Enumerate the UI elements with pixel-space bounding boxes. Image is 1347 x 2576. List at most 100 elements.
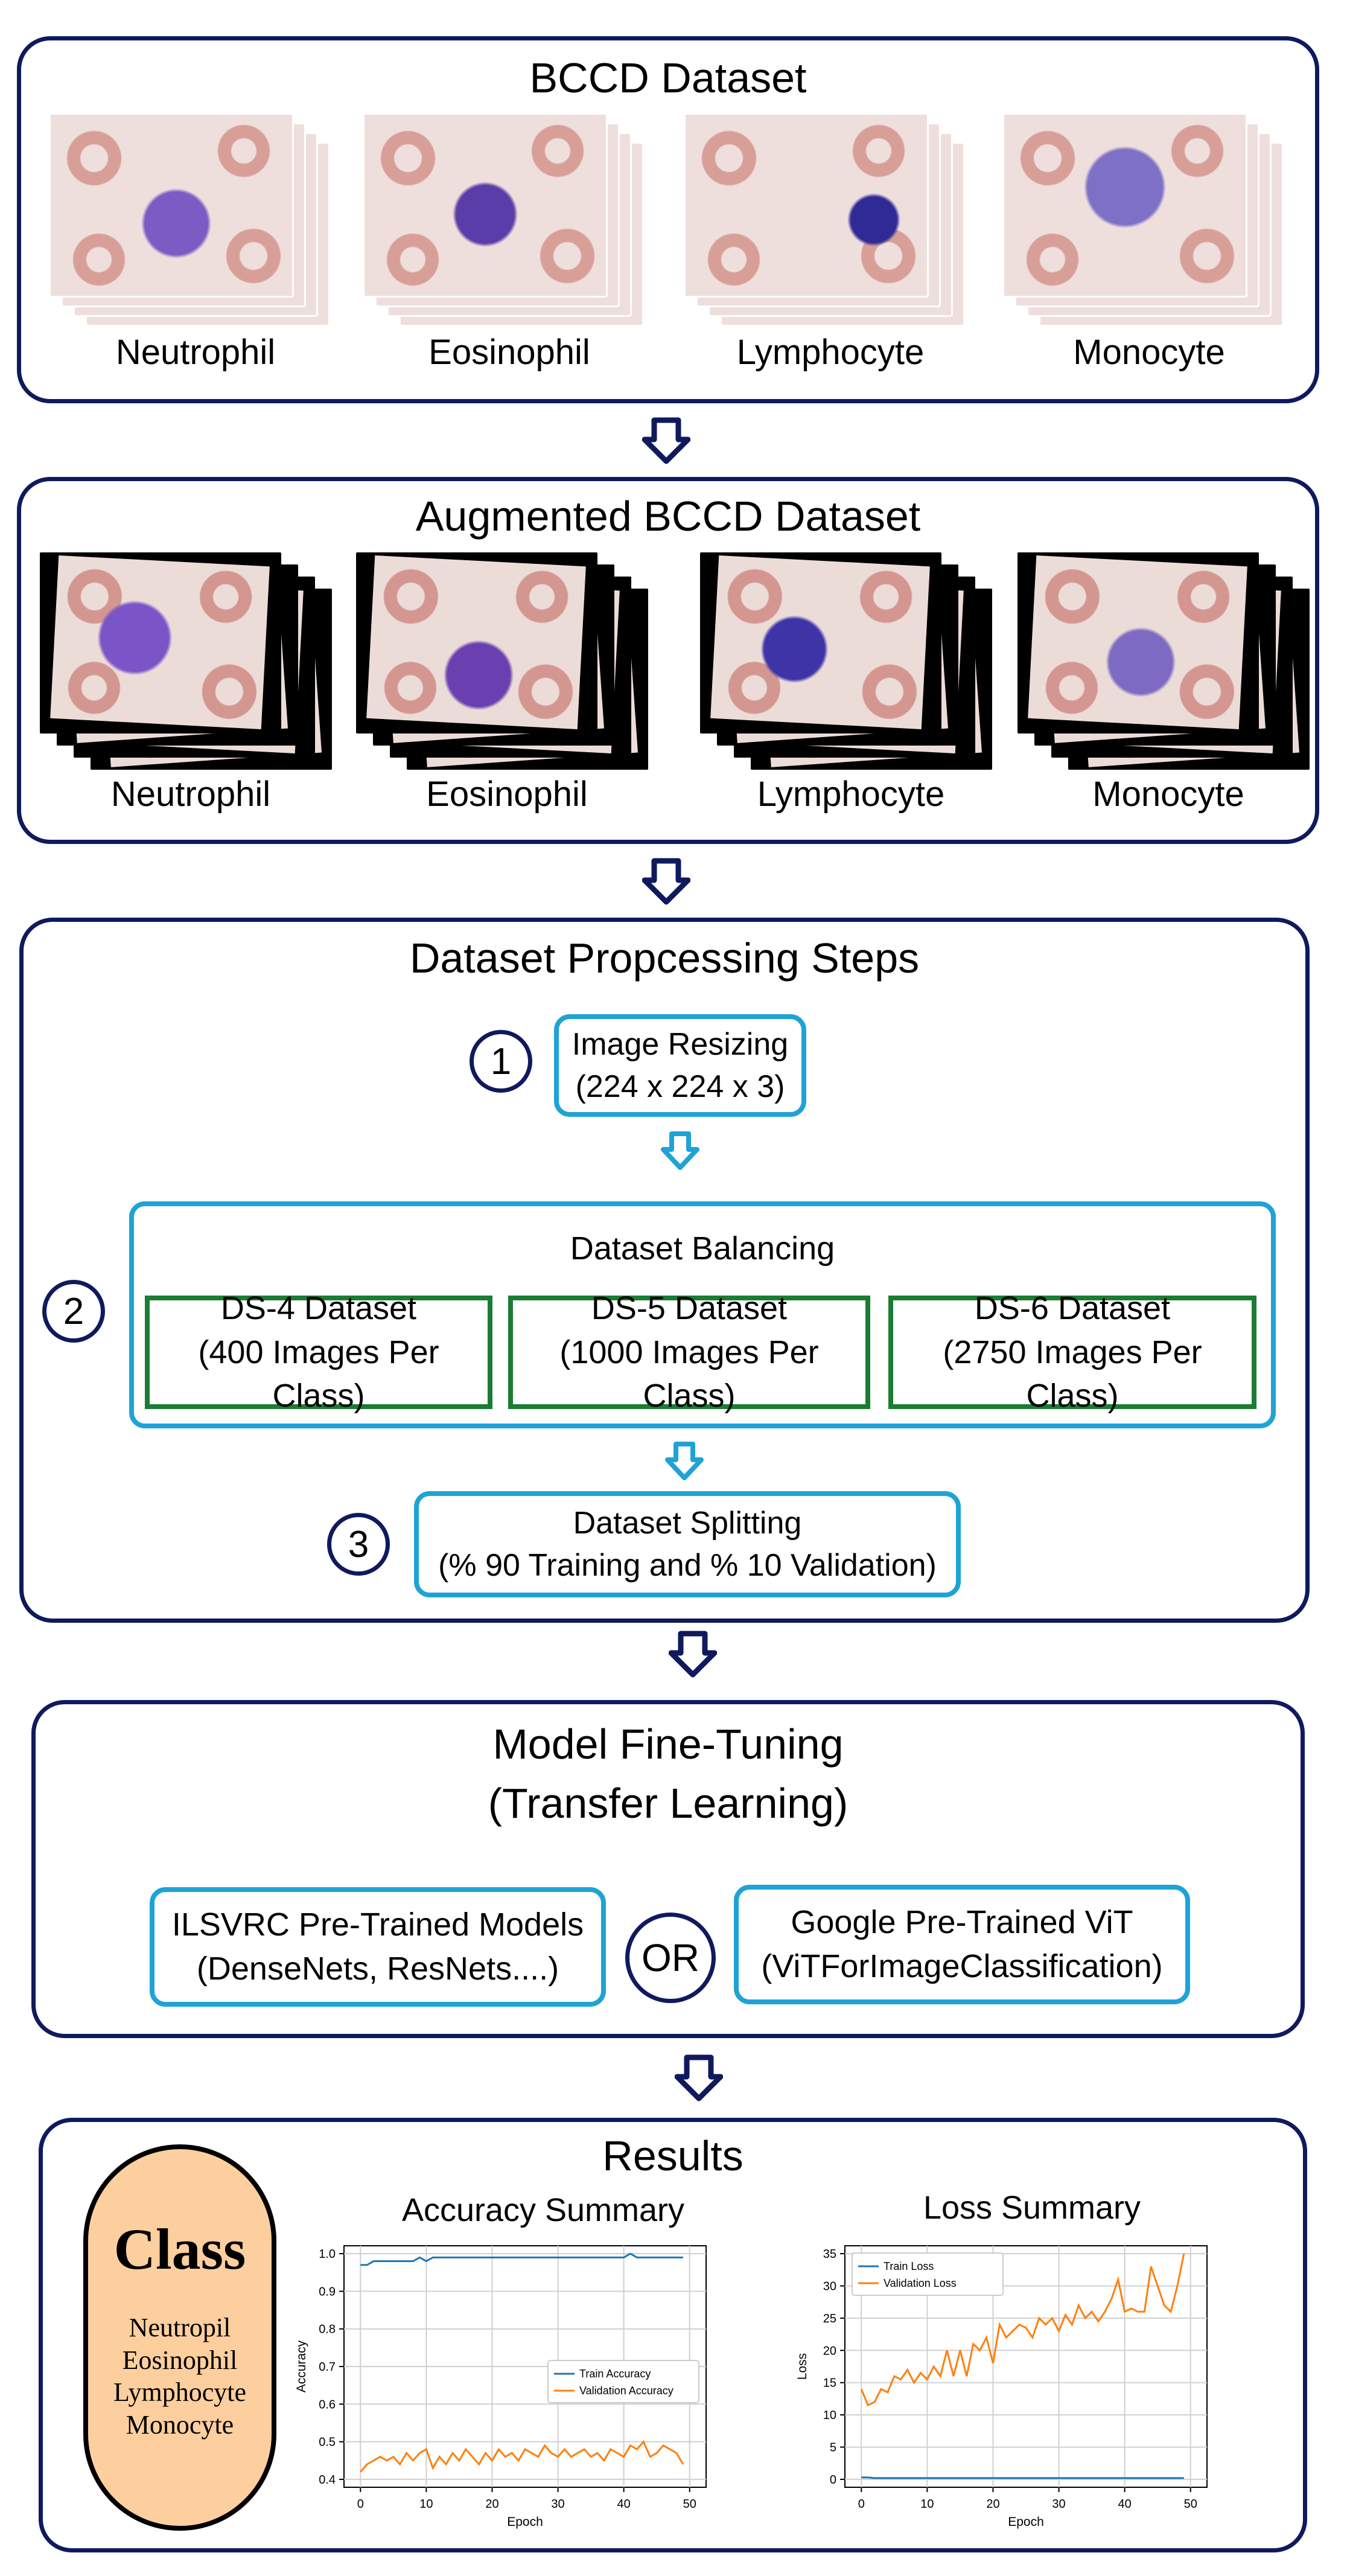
class-box: Class Neutropil Eosinophil Lymphocyte Mo…	[83, 2144, 276, 2531]
ilsvrc-models-examples: (DenseNets, ResNets....)	[196, 1951, 559, 1987]
cell-type-label: Lymphocyte	[736, 333, 925, 372]
ds4-dataset-box: DS-4 Dataset (400 Images Per Class)	[145, 1290, 492, 1414]
x-tick-label: 40	[1118, 2498, 1132, 2511]
class-item: Eosinophil	[122, 2345, 238, 2375]
y-tick-label: 35	[823, 2248, 836, 2261]
augmented-cell-content	[1028, 555, 1247, 729]
legend-label: Train Loss	[884, 2260, 934, 2272]
fine-tuning-title: Model Fine-Tuning	[492, 1721, 844, 1768]
augmented-dataset-title: Augmented BCCD Dataset	[415, 493, 921, 540]
step-3-badge: 3	[327, 1513, 390, 1576]
ds6-dataset-name: DS-6 Dataset	[974, 1290, 1171, 1326]
y-tick-label: 20	[823, 2344, 836, 2357]
loss-summary-title: Loss Summary	[923, 2190, 1141, 2226]
legend-label: Validation Accuracy	[579, 2385, 674, 2397]
y-tick-label: 25	[823, 2312, 836, 2325]
x-tick-label: 0	[357, 2498, 364, 2511]
ilsvrc-models-label: ILSVRC Pre-Trained Models	[171, 1906, 584, 1943]
legend-box	[852, 2252, 1004, 2296]
ds4-dataset-name: DS-4 Dataset	[220, 1290, 417, 1326]
cell-type-label: Monocyte	[1073, 333, 1225, 372]
y-tick-label: 0.4	[319, 2473, 336, 2487]
cell-type-label: Lymphocyte	[757, 775, 945, 814]
y-tick-label: 0	[830, 2473, 836, 2487]
x-axis-label: Epoch	[1008, 2515, 1044, 2529]
image-resizing-size: (224 x 224 x 3)	[575, 1069, 785, 1104]
y-tick-label: 0.9	[319, 2285, 336, 2298]
y-tick-label: 15	[823, 2377, 836, 2390]
ds6-dataset-box: DS-6 Dataset (2750 Images Per Class)	[888, 1290, 1256, 1414]
y-tick-label: 0.7	[319, 2360, 336, 2374]
dataset-splitting-box: Dataset Splitting (% 90 Training and % 1…	[414, 1491, 961, 1597]
cell-type-label: Neutrophil	[115, 333, 276, 372]
ds4-dataset-desc: (400 Images Per Class)	[198, 1334, 439, 1414]
series-line	[360, 2440, 684, 2473]
augmented-cell-content	[710, 555, 930, 729]
cell-type-label: Eosinophil	[428, 333, 590, 372]
down-arrow-icon	[661, 1131, 699, 1170]
cell-type-label: Neutrophil	[110, 775, 271, 814]
image-resizing-label: Image Resizing	[572, 1026, 789, 1062]
series-line	[360, 2252, 683, 2266]
class-item: Lymphocyte	[113, 2377, 246, 2408]
class-title: Class	[113, 2217, 246, 2281]
google-vit-label: Google Pre-Trained ViT	[791, 1904, 1133, 1941]
transfer-learning-subtitle: (Transfer Learning)	[488, 1780, 849, 1827]
augmented-cell-image	[40, 552, 281, 733]
series-line	[860, 2253, 1185, 2407]
down-arrow-icon	[642, 858, 690, 905]
x-tick-label: 10	[419, 2498, 433, 2511]
ds5-dataset-desc: (1000 Images Per Class)	[559, 1334, 819, 1414]
y-tick-label: 1.0	[319, 2248, 336, 2261]
cell-image	[365, 115, 606, 296]
results-title: Results	[602, 2132, 744, 2179]
processing-steps-title: Dataset Propcessing Steps	[409, 935, 920, 982]
bccd-dataset-title: BCCD Dataset	[529, 54, 807, 101]
x-tick-label: 50	[683, 2498, 696, 2511]
ds6-dataset-desc: (2750 Images Per Class)	[943, 1334, 1202, 1414]
augmented-cell-image	[700, 552, 941, 733]
augmented-cell-content	[366, 555, 586, 729]
class-list: Neutropil Eosinophil Lymphocyte Monocyte	[88, 2312, 272, 2441]
x-axis-label: Epoch	[507, 2515, 543, 2529]
ds5-dataset-box: DS-5 Dataset (1000 Images Per Class)	[508, 1290, 870, 1414]
x-tick-label: 50	[1184, 2498, 1197, 2511]
y-tick-label: 5	[830, 2441, 836, 2455]
legend-label: Train Accuracy	[579, 2368, 651, 2380]
google-vit-box: Google Pre-Trained ViT (ViTForImageClass…	[734, 1885, 1190, 2004]
y-axis-label: Accuracy	[295, 2340, 308, 2392]
augmented-cell-image	[1017, 552, 1259, 733]
dataset-splitting-label: Dataset Splitting	[573, 1505, 802, 1541]
x-tick-label: 0	[858, 2498, 865, 2511]
down-arrow-icon	[642, 417, 690, 464]
down-arrow-icon	[675, 2054, 723, 2101]
accuracy-summary-title: Accuracy Summary	[401, 2192, 685, 2228]
cell-image	[686, 115, 927, 296]
step-2-badge: 2	[42, 1280, 105, 1343]
y-tick-label: 10	[823, 2409, 836, 2422]
class-item: Monocyte	[126, 2410, 234, 2440]
down-arrow-icon	[665, 1442, 704, 1480]
x-tick-label: 30	[551, 2498, 564, 2511]
y-tick-label: 0.6	[319, 2398, 336, 2411]
ilsvrc-models-box: ILSVRC Pre-Trained Models (DenseNets, Re…	[150, 1887, 606, 2007]
google-vit-class: (ViTForImageClassification)	[761, 1948, 1163, 1984]
cell-image	[1004, 115, 1246, 296]
class-item: Neutropil	[129, 2313, 231, 2342]
y-axis-label: Loss	[795, 2353, 809, 2380]
legend-box	[547, 2360, 699, 2403]
dataset-splitting-ratio: (% 90 Training and % 10 Validation)	[438, 1548, 937, 1583]
x-tick-label: 40	[617, 2498, 631, 2511]
augmented-cell-content	[50, 555, 270, 729]
x-tick-label: 20	[485, 2498, 498, 2511]
x-tick-label: 30	[1052, 2498, 1065, 2511]
down-arrow-icon	[669, 1631, 717, 1678]
cell-type-label: Eosinophil	[426, 775, 588, 814]
ds5-dataset-name: DS-5 Dataset	[591, 1290, 788, 1326]
y-tick-label: 30	[823, 2280, 836, 2293]
image-resizing-box: Image Resizing (224 x 224 x 3)	[554, 1014, 806, 1117]
x-tick-label: 20	[986, 2498, 999, 2511]
x-tick-label: 10	[920, 2498, 934, 2511]
